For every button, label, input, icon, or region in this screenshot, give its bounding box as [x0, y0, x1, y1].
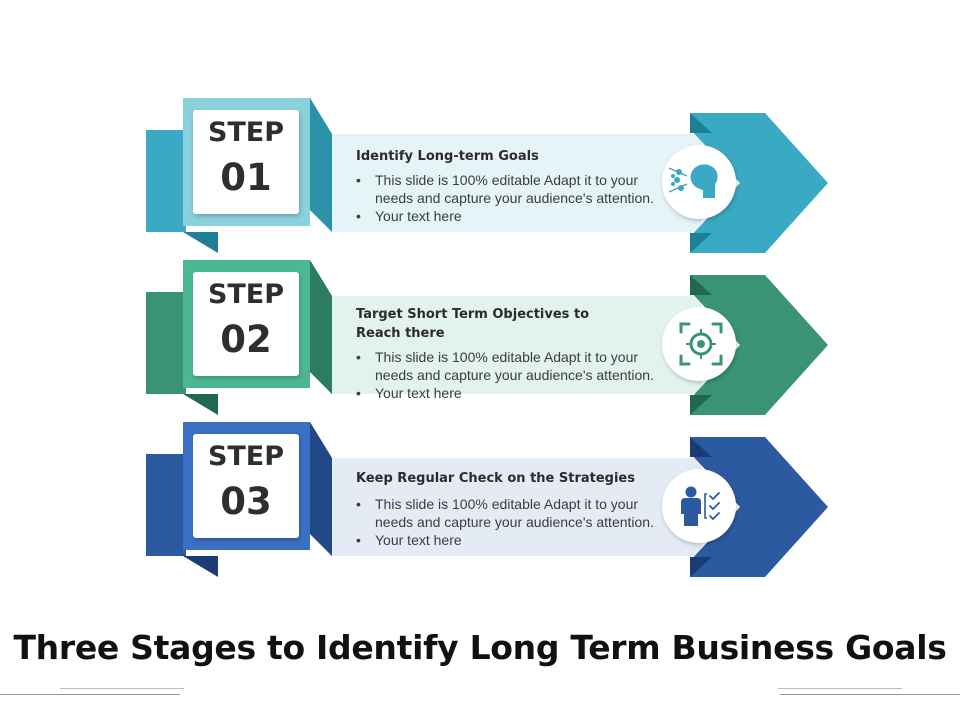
step-2-number: 02 [220, 318, 272, 361]
step-2-chevron [690, 275, 828, 415]
footer-line-left-short [60, 688, 184, 689]
step-block-3: STEP 03 Keep Regular Check on the Strategi… [146, 422, 828, 577]
step-3-chevron [690, 437, 828, 577]
step-2-ribbon [146, 292, 186, 394]
footer-line-right-short [778, 688, 902, 689]
step-1-chevron [690, 113, 828, 253]
step-3-bullet-text: needs and capture your audience's attent… [375, 514, 654, 530]
step-2-band [330, 296, 702, 394]
target-focus-icon [679, 322, 723, 366]
step-1-bullet-dot: • [356, 208, 361, 224]
step-1-number-tile [193, 110, 299, 214]
step-1-number: 01 [220, 156, 272, 199]
step-3-word: STEP [208, 441, 284, 472]
step-2-word: STEP [208, 279, 284, 310]
step-3-heading: Keep Regular Check on the Strategies [356, 471, 635, 486]
step-1-bullet-text: needs and capture your audience's attent… [375, 190, 654, 206]
step-2-bullet-dot: • [356, 349, 361, 365]
step-2-bullet-dot: • [356, 385, 361, 401]
step-block-2: STEP 02 Target Short Term Objectives to Rea… [146, 260, 828, 415]
step-3-number: 03 [220, 480, 272, 523]
steps-diagram: STEP 01 Identify Long-term Goals • This slid… [146, 98, 828, 577]
step-2-heading: Reach there [356, 326, 445, 341]
step-1-bullet-text: Your text here [375, 208, 462, 224]
person-checklist-icon [681, 486, 720, 526]
step-1-bullet-dot: • [356, 172, 361, 188]
step-3-bullet-text: Your text here [375, 532, 462, 548]
head-idea-icon [668, 164, 718, 198]
step-1-ribbon [146, 130, 186, 232]
step-1-bullet-text: This slide is 100% editable Adapt it to … [375, 172, 638, 188]
step-3-number-tile [193, 434, 299, 538]
footer-line-right [780, 694, 960, 695]
step-2-number-tile [193, 272, 299, 376]
footer-line-left [0, 694, 180, 695]
step-3-band [330, 458, 702, 556]
step-2-bullet-text: Your text here [375, 385, 462, 401]
step-3-bullet-text: This slide is 100% editable Adapt it to … [375, 496, 638, 512]
step-1-heading: Identify Long-term Goals [356, 149, 539, 164]
step-2-bullet-text: needs and capture your audience's attent… [375, 367, 654, 383]
slide-title: Three Stages to Identify Long Term Busin… [13, 628, 947, 667]
step-1-word: STEP [208, 117, 284, 148]
step-3-bullet-dot: • [356, 532, 361, 548]
step-3-bullet-dot: • [356, 496, 361, 512]
step-1-band [330, 134, 702, 232]
step-block-1: STEP 01 Identify Long-term Goals • This slid… [146, 98, 828, 253]
step-2-heading: Target Short Term Objectives to [356, 307, 589, 322]
step-2-bullet-text: This slide is 100% editable Adapt it to … [375, 349, 638, 365]
step-3-ribbon [146, 454, 186, 556]
